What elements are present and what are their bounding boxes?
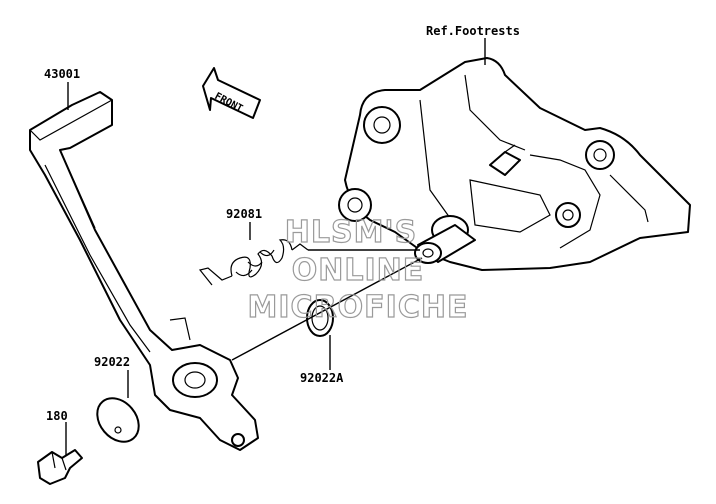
label-92081: 92081 [226, 207, 262, 221]
washer-large [96, 397, 140, 443]
brake-pedal [29, 91, 259, 451]
assembly-line [231, 257, 423, 361]
watermark-line3: MICROFICHE [248, 290, 469, 325]
return-spring [198, 239, 420, 286]
watermark-line1: HLSM'S [285, 215, 417, 250]
front-arrow-icon: FRONT [202, 67, 261, 119]
label-180: 180 [46, 409, 68, 423]
label-92022a: 92022A [300, 371, 344, 385]
leader-lines [65, 38, 486, 455]
label-43001: 43001 [44, 67, 80, 81]
watermark: HLSM'S ONLINE MICROFICHE [247, 214, 469, 325]
bolt [37, 449, 83, 485]
label-92022: 92022 [94, 355, 130, 369]
watermark-line2: ONLINE [292, 253, 425, 288]
label-ref-footrests: Ref.Footrests [426, 24, 520, 38]
